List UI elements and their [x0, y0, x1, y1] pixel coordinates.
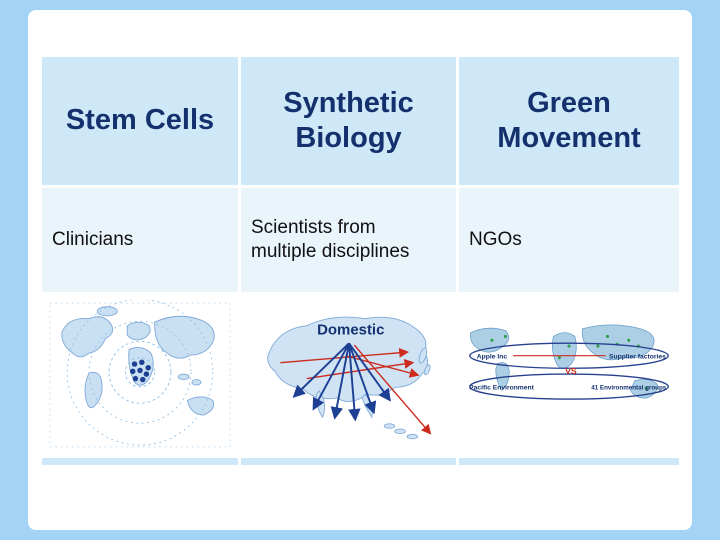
environmental-groups-label: 41 Environmental groups: [591, 384, 667, 391]
comparison-table: Stem Cells Synthetic Biology Green Movem…: [42, 57, 679, 465]
world-continents: [470, 324, 659, 399]
slide-canvas: Stem Cells Synthetic Biology Green Movem…: [28, 10, 692, 530]
comparison-ovals: [469, 342, 669, 400]
actor-cell-green-movement: NGOs: [459, 188, 679, 292]
header-label-green-movement: Green Movement: [497, 86, 641, 154]
actor-label-ngos: NGOs: [469, 229, 522, 251]
header-cell-synthetic-biology: Synthetic Biology: [241, 57, 456, 185]
actor-cell-synthetic-biology: Scientists from multiple disciplines: [241, 188, 456, 292]
header-label-synthetic-biology: Synthetic Biology: [283, 86, 414, 154]
table-bottom-strip-2: [241, 458, 456, 465]
actor-dot-cluster: [129, 359, 151, 383]
vs-label: VS: [565, 366, 577, 376]
map-cell-synthetic-biology: Domestic: [241, 295, 456, 455]
stem-cells-map-image: [49, 300, 231, 448]
world-continents: [61, 306, 215, 416]
domestic-arrow-fan: [292, 342, 391, 422]
header-cell-stem-cells: Stem Cells: [42, 57, 238, 185]
pacific-environment-label: Pacific Environment: [469, 384, 535, 391]
green-movement-map-image: Apple Inc Supplier factories VS Pacific …: [469, 324, 669, 400]
cross-border-arrows: [279, 344, 431, 435]
domestic-label: Domestic: [317, 322, 384, 339]
header-label-stem-cells: Stem Cells: [65, 104, 215, 137]
map-cell-stem-cells: [42, 295, 238, 455]
synthetic-biology-map-image: Domestic: [266, 316, 431, 440]
header-cell-green-movement: Green Movement: [459, 57, 679, 185]
map-cell-green-movement: Apple Inc Supplier factories VS Pacific …: [459, 295, 679, 455]
environmental-group-dots: [490, 334, 648, 391]
table-bottom-strip-1: [42, 458, 238, 465]
actor-cell-stem-cells: Clinicians: [42, 188, 238, 292]
supplier-factories-label: Supplier factories: [609, 354, 666, 361]
actor-label-clinicians: Clinicians: [52, 229, 134, 251]
actor-label-scientists: Scientists from multiple disciplines: [251, 217, 410, 262]
apple-inc-label: Apple Inc: [477, 354, 508, 361]
table-bottom-strip-3: [459, 458, 679, 465]
